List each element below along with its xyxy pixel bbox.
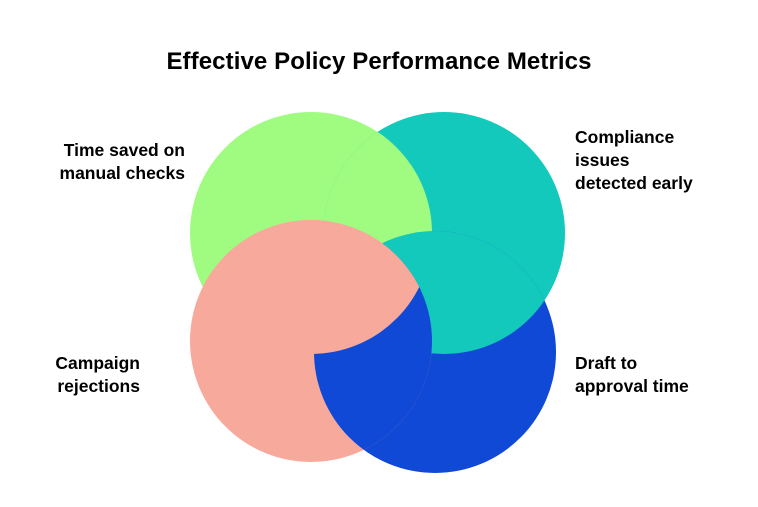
label-line: manual checks — [59, 163, 185, 184]
label-line: issues — [575, 150, 630, 171]
label-line: rejections — [57, 376, 140, 397]
label-time-saved-on-manual-checks: Time saved on manual checks — [10, 139, 185, 185]
label-draft-to-approval-time: Draft to approval time — [575, 352, 750, 398]
page-title: Effective Policy Performance Metrics — [166, 48, 592, 75]
label-campaign-rejections: Campaign rejections — [10, 352, 140, 398]
label-compliance-issues-detected-early: Compliance issues detected early — [575, 126, 755, 195]
overlap-pink-over-green — [190, 220, 432, 354]
label-line: Draft to — [575, 353, 638, 373]
label-line: detected early — [575, 173, 693, 194]
label-line: Campaign — [55, 353, 140, 373]
label-line: Compliance — [575, 127, 675, 147]
label-line: Time saved on — [63, 140, 185, 160]
label-line: approval time — [575, 376, 689, 397]
